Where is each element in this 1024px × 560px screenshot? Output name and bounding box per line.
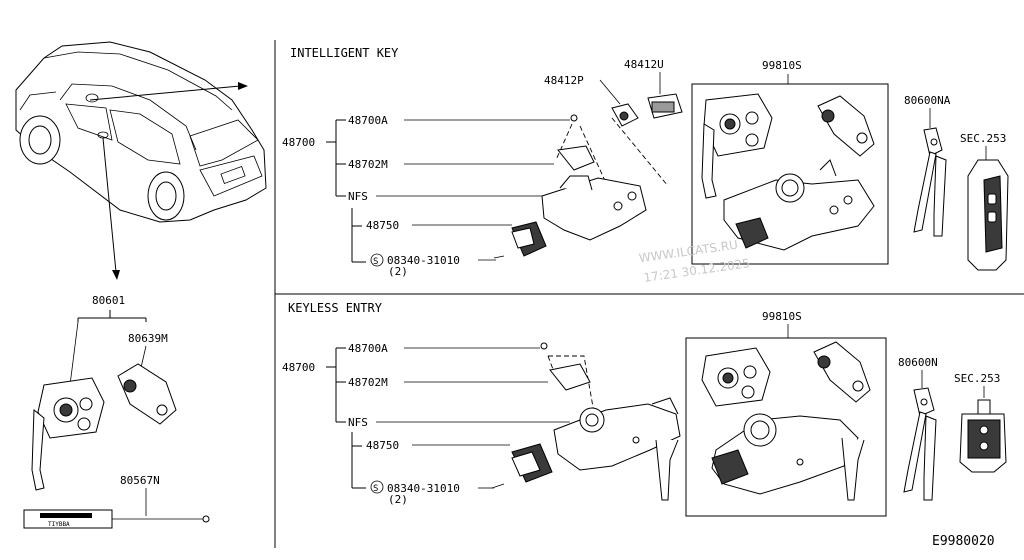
bolt-symbol-icon (370, 480, 384, 494)
car-arrow-upper (89, 85, 241, 101)
ik-bolt-symbol: S (373, 257, 378, 267)
ik-part-48412p (611, 103, 639, 127)
ke-label-bolt-qty: (2) (388, 493, 408, 506)
ik-label-99810s: 99810S (762, 59, 802, 72)
ke-label-48702m: 48702M (348, 376, 388, 389)
ik-label-80600na: 80600NA (904, 94, 951, 107)
ik-set-box (691, 83, 889, 265)
key-cylinder-left (31, 377, 105, 491)
leader (599, 79, 621, 105)
ke-label-80600n: 80600N (898, 356, 938, 369)
ik-label-48412p: 48412P (544, 74, 584, 87)
ik-steering-lock-assembly (493, 114, 669, 259)
ke-label-48700a: 48700A (348, 342, 388, 355)
watermark: WWW.ILCATS.RU 17:21 30.12.2025 (638, 238, 751, 285)
key-tag-text: TIYBBA (48, 521, 70, 528)
ke-steering-lock-assembly (491, 342, 681, 501)
ik-label-48700: 48700 (282, 136, 315, 149)
ik-label-48702m: 48702M (348, 158, 388, 171)
key-holder-left (117, 363, 177, 425)
leader (69, 321, 79, 386)
ke-remote-fob (959, 399, 1007, 473)
ik-sub-bracket (351, 208, 366, 263)
ke-keys (903, 387, 937, 501)
ke-label-nfs: NFS (348, 416, 368, 429)
ik-label-bolt-qty: (2) (388, 265, 408, 278)
ik-label-bolt: 08340-31010 (387, 254, 460, 267)
arrow-head (238, 82, 248, 90)
ik-bracket (326, 119, 346, 197)
car-illustration (15, 41, 267, 223)
ke-sub-bracket (351, 432, 366, 489)
ik-label-sec253: SEC.253 (960, 132, 1006, 145)
diagram-code: E9980020 (932, 534, 995, 549)
section-title-keyless-entry: KEYLESS ENTRY (288, 301, 383, 315)
ke-label-bolt: 08340-31010 (387, 482, 460, 495)
ik-remote-fob (967, 159, 1009, 271)
ke-set-parts (701, 341, 871, 501)
ik-keys (913, 127, 947, 237)
car-arrow-lower (102, 137, 117, 273)
ik-label-nfs: NFS (348, 190, 368, 203)
key-tag: TIYBBA (23, 509, 210, 529)
ik-part-48412u (647, 93, 683, 119)
ke-label-sec253: SEC.253 (954, 372, 1000, 385)
leader-80601 (77, 310, 147, 322)
section-title-intelligent-key: INTELLIGENT KEY (290, 46, 399, 60)
label-80639m: 80639M (128, 332, 168, 345)
ke-bracket (326, 347, 346, 423)
ik-set-parts (701, 93, 875, 251)
arrow-head (112, 270, 120, 280)
label-80567n: 80567N (120, 474, 160, 487)
ke-set-box (685, 337, 887, 517)
ik-label-48412u: 48412U (624, 58, 664, 71)
ke-label-48750: 48750 (366, 439, 399, 452)
ik-label-48750: 48750 (366, 219, 399, 232)
ke-label-99810s: 99810S (762, 310, 802, 323)
ke-label-48700: 48700 (282, 361, 315, 374)
ik-label-48700a: 48700A (348, 114, 388, 127)
bolt-symbol-icon (370, 253, 384, 267)
label-80601: 80601 (92, 294, 125, 307)
ke-bolt-symbol: S (373, 484, 378, 494)
